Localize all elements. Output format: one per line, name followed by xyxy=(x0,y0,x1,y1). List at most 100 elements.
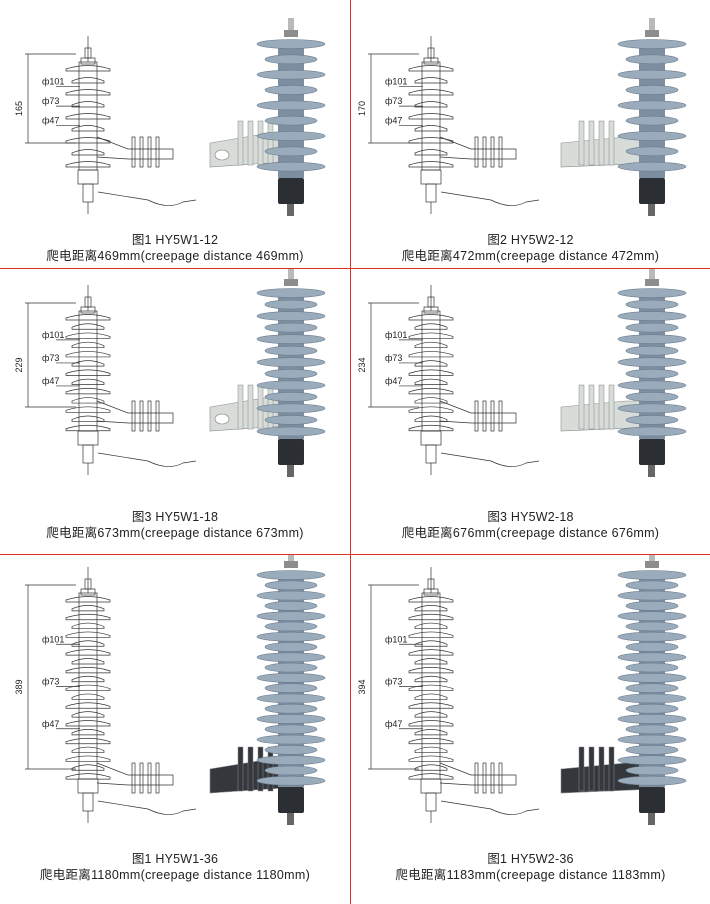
shed-outline xyxy=(71,149,105,156)
bracket-hole xyxy=(214,413,230,425)
shed xyxy=(264,322,318,333)
shed xyxy=(256,693,326,704)
shed-outline xyxy=(65,684,111,691)
shed-outline xyxy=(408,773,454,780)
shed-outline xyxy=(408,737,454,745)
shed xyxy=(264,146,318,157)
product-photo xyxy=(209,555,326,825)
shed-outline xyxy=(414,415,448,422)
shed xyxy=(256,570,326,580)
shed-outline xyxy=(65,702,111,709)
creepage-distance: 爬电距离469mm(creepage distance 469mm) xyxy=(46,249,304,263)
bracket-fin xyxy=(131,762,136,794)
height-label: 394 xyxy=(357,679,367,694)
shed xyxy=(617,673,687,683)
shed xyxy=(625,601,679,611)
shed xyxy=(625,115,679,126)
shed-outline xyxy=(414,675,448,683)
shed-outline xyxy=(71,658,105,665)
shed-outline xyxy=(414,360,448,367)
shed-outline xyxy=(71,605,105,612)
shed xyxy=(617,69,687,80)
shed-outline xyxy=(71,125,105,132)
top-cap xyxy=(423,588,439,596)
shed xyxy=(256,334,326,344)
shed xyxy=(264,368,318,379)
shed xyxy=(264,415,318,425)
shed-outline xyxy=(408,406,454,413)
diameter-label: ф101 xyxy=(385,330,407,340)
shed-outline xyxy=(408,89,454,96)
diameter-label: ф73 xyxy=(385,353,402,363)
bottom-housing xyxy=(420,430,442,446)
shed xyxy=(617,693,687,704)
bracket-arm xyxy=(439,762,517,786)
shed xyxy=(264,345,318,356)
panel-hy5w2-12: 图2 HY5W2-12 爬电距离472mm(creepage distance … xyxy=(351,0,710,268)
product-photo xyxy=(560,18,687,216)
shed-outline xyxy=(414,605,448,612)
caption: 图3 HY5W2-18 爬电距离676mm(creepage distance … xyxy=(351,509,710,541)
shed-outline xyxy=(414,658,448,665)
caption: 图1 HY5W2-36 爬电距离1183mm(creepage distance… xyxy=(351,851,710,883)
shed xyxy=(625,642,679,652)
product-photo xyxy=(209,18,326,216)
top-nut xyxy=(284,279,298,286)
shed xyxy=(256,652,326,663)
shed-outline xyxy=(65,649,111,656)
shed-outline xyxy=(65,161,111,168)
shed-outline xyxy=(408,332,454,339)
bottom-housing xyxy=(420,778,442,794)
top-nut xyxy=(284,30,298,37)
figure-title: 图1 HY5W1-36 xyxy=(131,852,219,866)
shed xyxy=(256,611,326,621)
diameter-label: ф73 xyxy=(385,96,402,106)
shed xyxy=(625,724,679,735)
product-photo xyxy=(209,269,326,477)
bracket-arm xyxy=(96,400,174,424)
caption: 图1 HY5W1-12 爬电距离469mm(creepage distance … xyxy=(0,232,350,264)
shed xyxy=(256,131,326,141)
top-nut xyxy=(645,30,659,37)
shed xyxy=(625,683,679,693)
shed xyxy=(625,368,679,379)
creepage-distance: 爬电距离676mm(creepage distance 676mm) xyxy=(401,526,660,540)
diameter-label: ф47 xyxy=(42,376,59,386)
shed-outline xyxy=(71,622,105,629)
shed xyxy=(617,570,687,580)
shed xyxy=(625,85,679,95)
technical-drawing xyxy=(25,285,197,475)
shed-outline xyxy=(408,720,454,727)
shed xyxy=(256,403,326,414)
top-cap xyxy=(80,588,96,596)
base-housing xyxy=(278,178,304,204)
shed-outline xyxy=(71,415,105,422)
shed xyxy=(264,703,318,714)
shed xyxy=(617,611,687,621)
shed xyxy=(264,299,318,310)
bracket-fin xyxy=(490,400,495,432)
bracket-fin xyxy=(139,400,144,432)
shed-outline xyxy=(65,137,111,144)
bracket-fin xyxy=(474,762,479,794)
shed xyxy=(264,662,318,673)
bracket-arm xyxy=(439,400,517,424)
shed xyxy=(256,161,326,172)
bottom-housing xyxy=(77,430,99,446)
top-terminal xyxy=(649,555,655,565)
shed-outline xyxy=(408,613,454,621)
diameter-label: ф47 xyxy=(42,719,59,729)
shed-outline xyxy=(65,720,111,727)
shed-outline xyxy=(65,596,111,603)
shed xyxy=(264,115,318,126)
shed-outline xyxy=(71,101,105,108)
shed xyxy=(264,580,318,591)
bottom-stud xyxy=(82,444,94,464)
product-photo xyxy=(560,269,687,477)
bottom-stud xyxy=(425,792,437,812)
ground-stud xyxy=(648,813,655,825)
shed-outline xyxy=(408,649,454,656)
